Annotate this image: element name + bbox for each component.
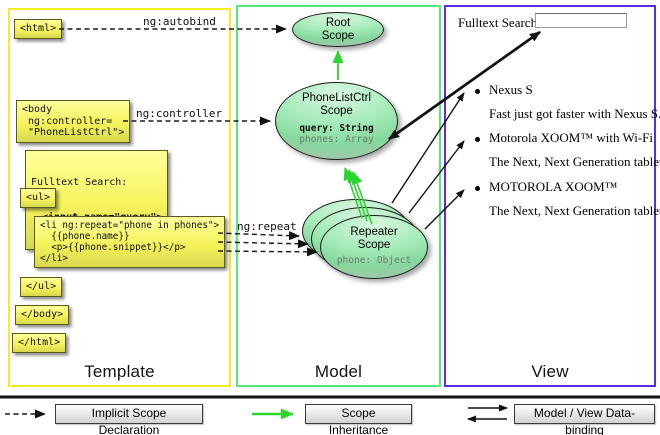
prop-phone: phone: Object (336, 255, 412, 266)
phonelistctrl-scope-title: PhoneListCtrl Scope (301, 92, 372, 117)
bullet-dot (475, 186, 480, 191)
code-box-ul-close: </ul> (20, 277, 63, 297)
code-box-body-open: <body ng:controller= "PhoneListCtrl"> (16, 100, 131, 143)
code-fulltext-label: Fulltext Search: (31, 177, 128, 188)
legend-binding-box: Model / View Data-binding (514, 404, 655, 435)
code-box-html-open: <html> (14, 19, 63, 39)
repeater-scope-node: Repeater Scope phone: Object (320, 215, 428, 279)
prop-query: query: String (299, 123, 374, 134)
item-title: Motorola XOOM™ with Wi-Fi (489, 130, 654, 145)
code-box-li-repeat: <li ng:repeat="phone in phones"> {{phone… (34, 216, 226, 268)
legend-inheritance-box: Scope Inheritance (305, 404, 412, 435)
model-panel: Model (236, 5, 441, 387)
legend-implicit-box: Implicit Scope Declaration (55, 404, 203, 435)
bullet-dot (475, 89, 480, 94)
item-title: Nexus S (489, 82, 533, 97)
model-label: Model (314, 362, 363, 381)
code-box-body-close: </body> (15, 305, 70, 325)
bullet-dot (475, 137, 480, 142)
view-search-input[interactable] (535, 13, 627, 28)
view-search-label: Fulltext Search: (458, 15, 541, 30)
root-scope-title: Root Scope (321, 16, 355, 42)
item-title: MOTOROLA XOOM™ (489, 179, 618, 194)
code-box-ul-open: <ul> (20, 188, 57, 208)
ng-controller-label: ng:controller (136, 107, 223, 120)
item-desc: The Next, Next Generation tablet. (489, 203, 660, 218)
repeater-scope-title: Repeater Scope (350, 226, 398, 251)
ng-autobind-label: ng:autobind (143, 15, 216, 28)
code-box-html-close: </html> (12, 333, 67, 353)
template-label: Template (84, 362, 155, 381)
view-panel: View (444, 5, 656, 387)
prop-phones: phones: Array (299, 134, 374, 145)
phonelistctrl-scope-node: PhoneListCtrl Scope query: String phones… (275, 82, 398, 160)
item-desc: The Next, Next Generation tablet. (489, 154, 660, 169)
item-desc: Fast just got faster with Nexus S. (489, 106, 660, 121)
ng-repeat-label: ng:repeat (237, 220, 297, 233)
view-label: View (531, 362, 569, 381)
root-scope-node: Root Scope (292, 12, 384, 47)
